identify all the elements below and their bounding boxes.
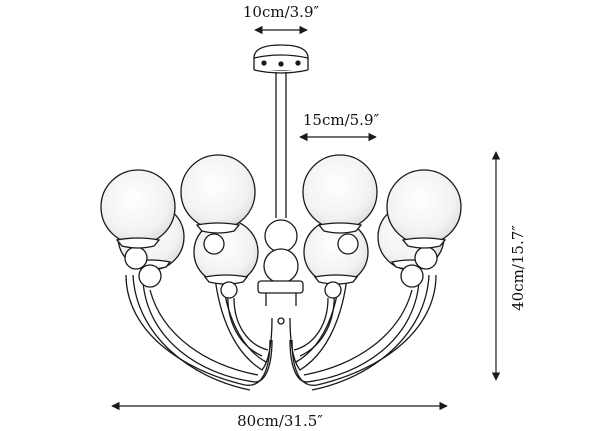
globe-front-right-outer	[386, 169, 462, 245]
down-rod	[275, 72, 287, 218]
width-dimension: 80cm/31.5″	[111, 401, 448, 430]
globe-dimension: 15cm/5.9″	[299, 111, 380, 142]
height-label: 40cm/15.7″	[509, 225, 527, 311]
front-globes	[100, 154, 462, 249]
height-dimension: 40cm/15.7″	[491, 151, 527, 381]
globe-front-right-inner	[302, 154, 378, 230]
ceiling-canopy	[253, 44, 309, 74]
central-beads	[257, 219, 304, 325]
width-label: 80cm/31.5″	[237, 412, 323, 430]
canopy-width-label: 10cm/3.9″	[243, 3, 320, 21]
arms	[125, 231, 437, 391]
globe-front-left-outer	[100, 169, 176, 245]
chandelier	[100, 44, 462, 391]
globe-front-left-inner	[180, 154, 256, 230]
globe-diameter-label: 15cm/5.9″	[303, 111, 380, 129]
arm-beads	[124, 233, 438, 299]
canopy-dimension: 10cm/3.9″	[243, 3, 320, 35]
